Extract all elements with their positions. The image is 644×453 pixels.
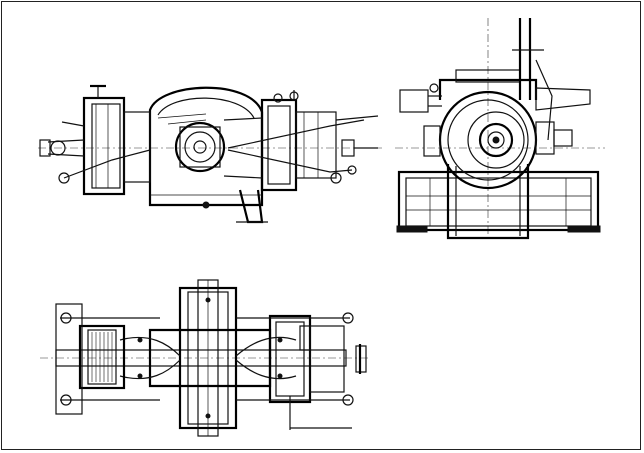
side-elevation-view	[38, 84, 385, 224]
plan-view	[40, 279, 370, 437]
end-elevation-view	[395, 18, 605, 240]
